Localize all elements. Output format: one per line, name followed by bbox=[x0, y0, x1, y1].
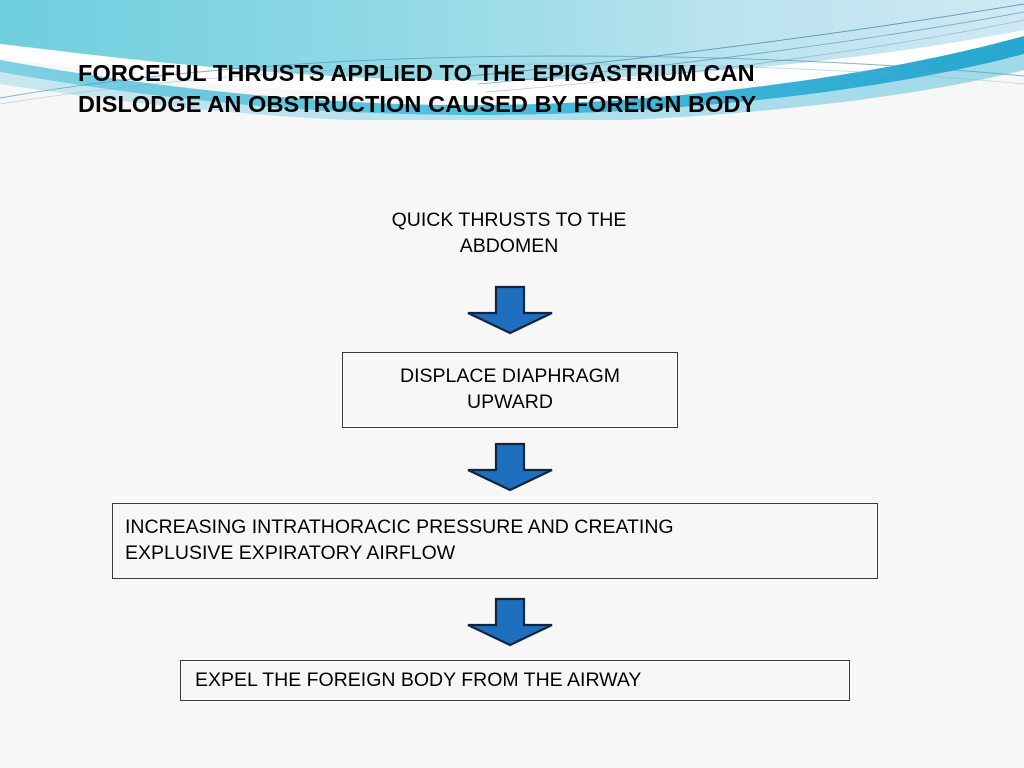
flow-node-label: QUICK THRUSTS TO THE ABDOMEN bbox=[391, 209, 627, 257]
down-arrow-icon bbox=[467, 442, 553, 492]
arrow-shape bbox=[467, 597, 553, 647]
arrow-shape bbox=[467, 285, 553, 335]
flow-node-expel-foreign-body: EXPEL THE FOREIGN BODY FROM THE AIRWAY bbox=[180, 660, 850, 701]
flow-node-increasing-pressure: INCREASING INTRATHORACIC PRESSURE AND CR… bbox=[112, 503, 878, 579]
page-title: FORCEFUL THRUSTS APPLIED TO THE EPIGASTR… bbox=[78, 60, 757, 118]
flow-node-label: EXPEL THE FOREIGN BODY FROM THE AIRWAY bbox=[195, 668, 642, 691]
down-arrow-icon bbox=[467, 597, 553, 647]
flow-node-displace-diaphragm: DISPLACE DIAPHRAGM UPWARD bbox=[342, 352, 678, 428]
flow-node-label: INCREASING INTRATHORACIC PRESSURE AND CR… bbox=[125, 516, 674, 564]
flow-node-label: DISPLACE DIAPHRAGM UPWARD bbox=[400, 365, 620, 413]
flow-node-quick-thrusts: QUICK THRUSTS TO THE ABDOMEN bbox=[344, 203, 674, 265]
arrow-shape bbox=[467, 442, 553, 492]
down-arrow-icon bbox=[467, 285, 553, 335]
